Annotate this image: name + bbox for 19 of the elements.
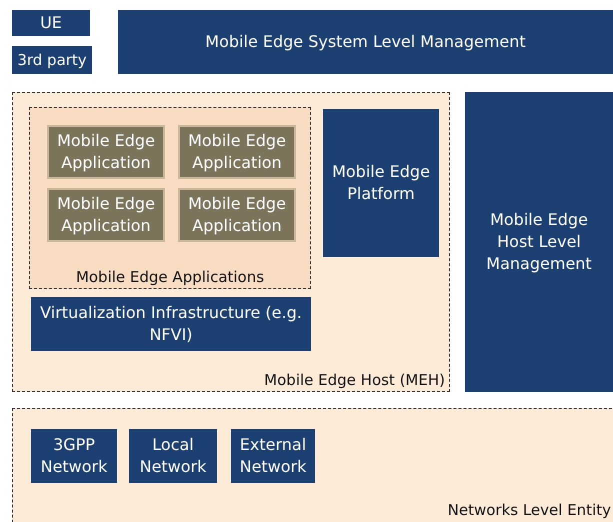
host-region (12, 92, 450, 392)
management-box: Mobile Edge System Level Management (118, 10, 613, 74)
group-title: Mobile Edge Host (MEH) (264, 371, 445, 389)
network-box: Local Network (129, 429, 217, 483)
management-box: Mobile Edge Host Level Management (465, 92, 613, 392)
infrastructure-box: Virtualization Infrastructure (e.g. NFVI) (31, 297, 311, 351)
group-title: Networks Level Entity (448, 501, 611, 519)
application-box: Mobile Edge Application (47, 125, 165, 179)
platform-box: Mobile Edge Platform (323, 109, 439, 257)
application-box: Mobile Edge Application (178, 188, 296, 242)
group-title: Mobile Edge Applications (74, 268, 266, 286)
network-region (12, 408, 613, 522)
network-box: External Network (231, 429, 315, 483)
application-box: Mobile Edge Application (47, 188, 165, 242)
application-box: Mobile Edge Application (178, 125, 296, 179)
applications-region (29, 107, 311, 289)
entity-box: UE (12, 10, 90, 36)
entity-box: 3rd party (12, 46, 92, 74)
network-box: 3GPP Network (31, 429, 117, 483)
